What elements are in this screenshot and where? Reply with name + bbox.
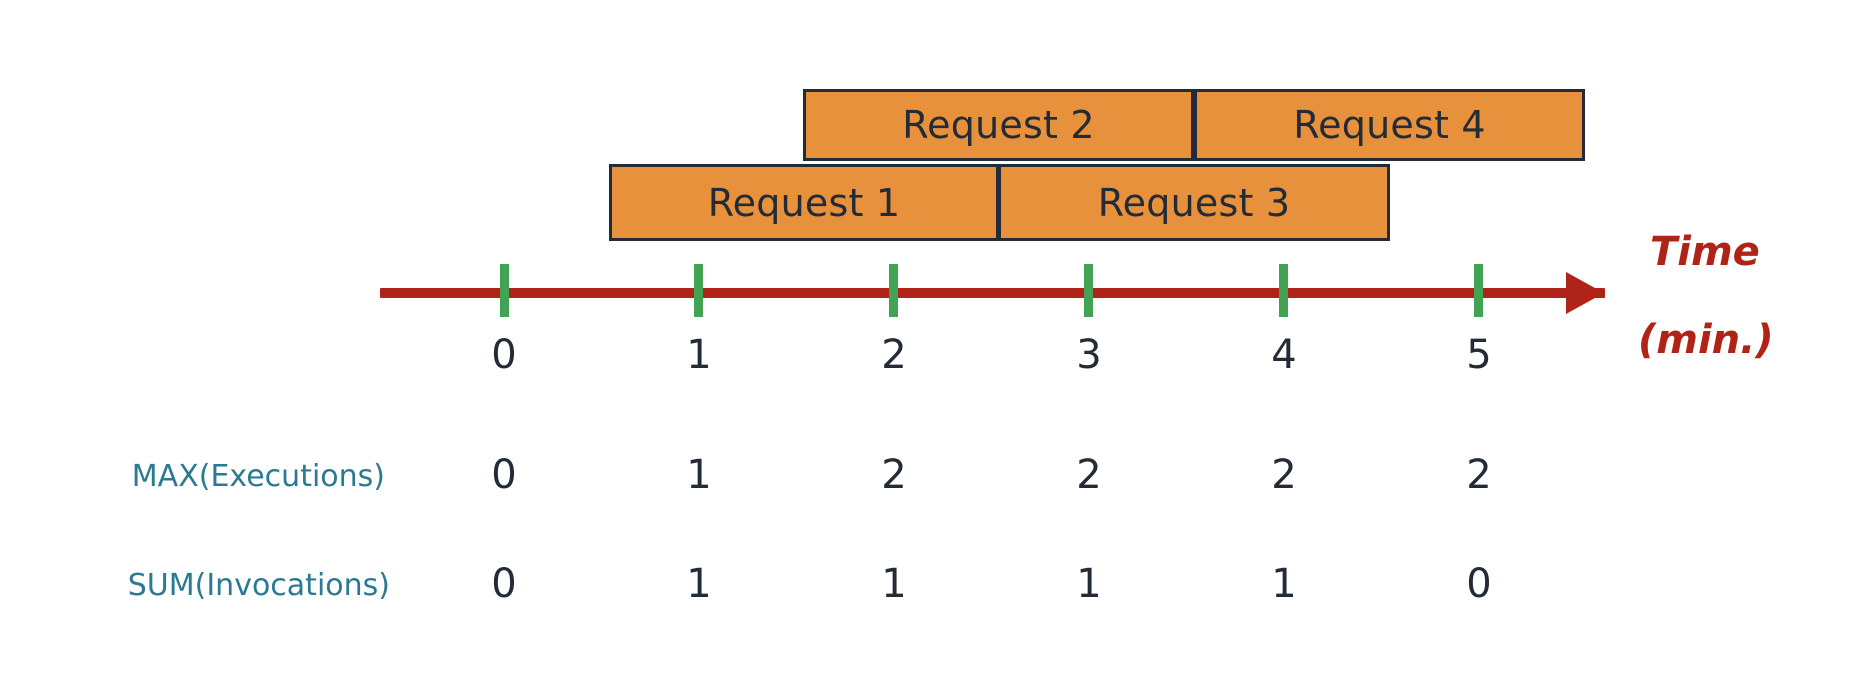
axis-tick-3: [1084, 264, 1093, 317]
request-bar-1: Request 1: [609, 164, 999, 241]
metric-sum-value-2: 1: [881, 561, 907, 607]
metric-sum-value-5: 0: [1466, 561, 1492, 607]
axis-title-time: Time: [1650, 229, 1760, 275]
axis-label-5: 5: [1466, 332, 1492, 378]
metric-sum-value-0: 0: [491, 561, 517, 607]
axis-label-2: 2: [881, 332, 907, 378]
axis-tick-0: [500, 264, 509, 317]
metric-max-value-0: 0: [491, 452, 517, 498]
axis-label-0: 0: [491, 332, 517, 378]
time-axis-line: [380, 288, 1605, 298]
metric-sum-value-1: 1: [686, 561, 712, 607]
axis-tick-2: [889, 264, 898, 317]
request-bar-3: Request 3: [998, 164, 1390, 241]
axis-label-4: 4: [1271, 332, 1297, 378]
metric-sum-value-3: 1: [1076, 561, 1102, 607]
axis-tick-1: [694, 264, 703, 317]
request-bar-2: Request 2: [803, 89, 1194, 161]
metric-max-value-2: 2: [881, 452, 907, 498]
metric-max-value-4: 2: [1271, 452, 1297, 498]
axis-label-1: 1: [686, 332, 712, 378]
axis-label-3: 3: [1076, 332, 1102, 378]
axis-tick-5: [1474, 264, 1483, 317]
metric-max-value-5: 2: [1466, 452, 1492, 498]
metric-label-max-executions: MAX(Executions): [131, 459, 385, 494]
request-bar-4: Request 4: [1194, 89, 1585, 161]
axis-title-unit: (min.): [1638, 317, 1774, 363]
metric-sum-value-4: 1: [1271, 561, 1297, 607]
metric-max-value-1: 1: [686, 452, 712, 498]
metric-max-value-3: 2: [1076, 452, 1102, 498]
time-axis-arrowhead: [1566, 272, 1604, 314]
axis-tick-4: [1279, 264, 1288, 317]
metric-label-sum-invocations: SUM(Invocations): [127, 568, 390, 603]
